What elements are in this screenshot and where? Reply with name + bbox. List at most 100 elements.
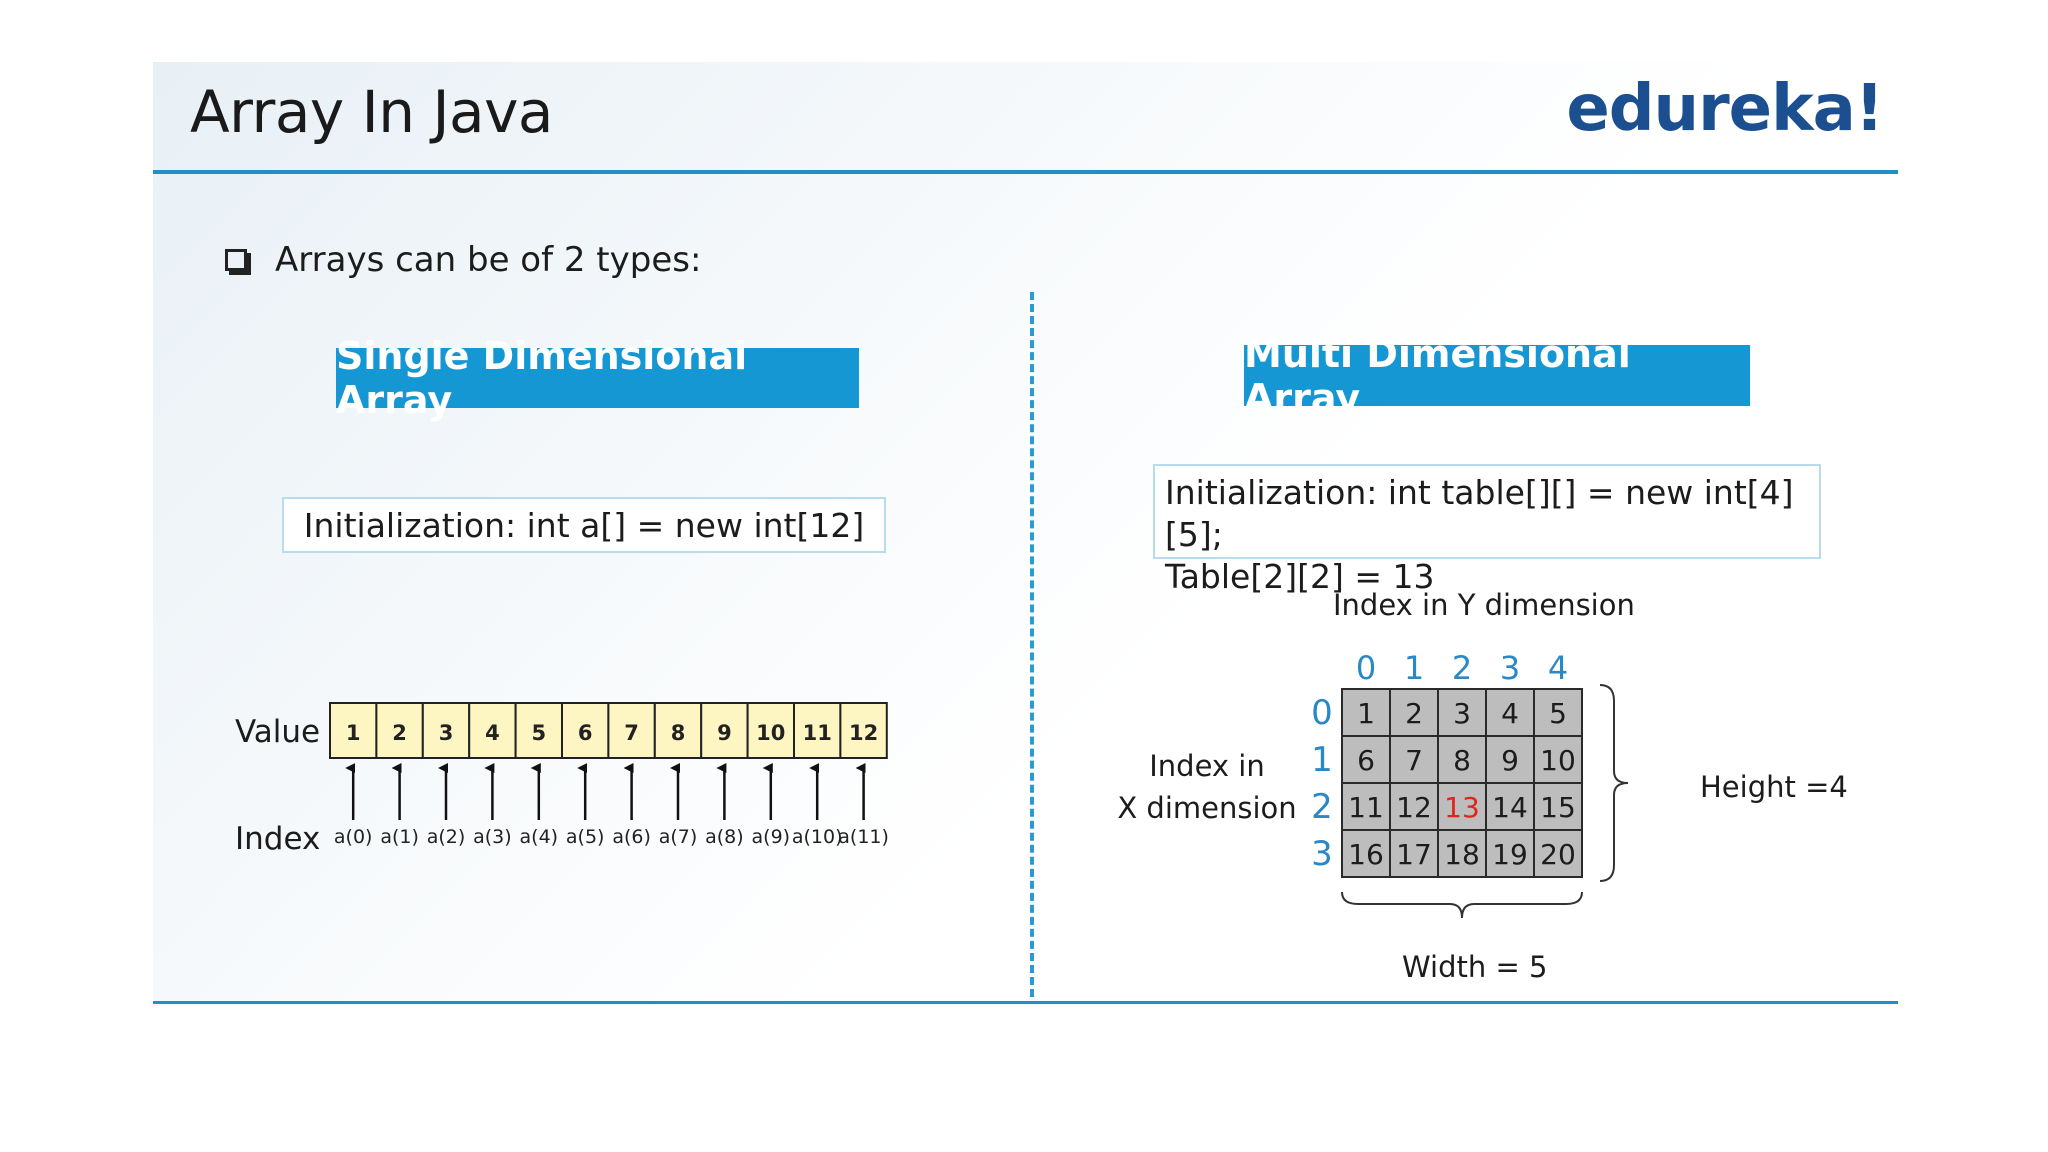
column-index: 0 [1356, 649, 1376, 687]
value-cell-text: 3 [439, 721, 454, 745]
grid-cell-text: 14 [1492, 791, 1528, 824]
width-label: Width = 5 [1402, 950, 1548, 984]
slide-title: Array In Java [190, 78, 553, 146]
column-index: 4 [1548, 649, 1568, 687]
checkbox-square-icon [225, 249, 247, 271]
value-cell-text: 5 [531, 721, 546, 745]
bullet-text: Arrays can be of 2 types: [275, 240, 702, 280]
grid-cell-text: 5 [1549, 697, 1567, 730]
grid-cell-text: 18 [1444, 838, 1480, 871]
value-cell-text: 6 [578, 721, 593, 745]
grid-cell [1389, 735, 1439, 784]
value-cell-text: 12 [849, 721, 878, 745]
index-text: a(11) [838, 826, 889, 848]
y-dimension-label: Index in Y dimension [1333, 588, 1635, 622]
value-cell-text: 4 [485, 721, 500, 745]
row-index: 1 [1311, 740, 1333, 780]
value-cell-text: 10 [756, 721, 785, 745]
multi-array-heading: Multi Dimensional Array [1244, 332, 1750, 420]
header-rule [153, 170, 1898, 174]
value-label: Value [235, 714, 320, 750]
grid-cell [1437, 782, 1487, 831]
grid-cell-text: 9 [1501, 744, 1519, 777]
index-text: a(2) [427, 826, 466, 848]
grid-cell-text: 4 [1501, 697, 1519, 730]
index-label: Index [235, 821, 320, 857]
x-dimension-label-line-1: Index in [1149, 749, 1265, 783]
grid-cell-text: 7 [1405, 744, 1423, 777]
value-cell [375, 702, 424, 759]
value-cell [561, 702, 610, 759]
grid-cell-text: 8 [1453, 744, 1471, 777]
grid-cell-text: 20 [1540, 838, 1576, 871]
row-index: 2 [1311, 787, 1333, 827]
index-text: a(10) [792, 826, 843, 848]
value-cell [468, 702, 517, 759]
grid-cell-text: 1 [1357, 697, 1375, 730]
grid-cell [1485, 782, 1535, 831]
value-cell-text: 2 [392, 721, 407, 745]
value-cell-text: 8 [671, 721, 686, 745]
column-index: 2 [1452, 649, 1472, 687]
grid-cell [1341, 735, 1391, 784]
value-cell [514, 702, 564, 759]
index-text: a(1) [380, 826, 419, 848]
value-cell [793, 702, 842, 759]
single-init-text: Initialization: int a[] = new int[12] [303, 505, 865, 545]
grid-cell [1341, 688, 1391, 737]
grid-cell-text: 3 [1453, 697, 1471, 730]
value-cell-text: 7 [624, 721, 639, 745]
grid-cell [1533, 735, 1583, 784]
index-text: a(6) [612, 826, 651, 848]
value-cell-text: 11 [803, 721, 832, 745]
index-text: a(9) [752, 826, 791, 848]
multi-init-line-1: Initialization: int table[][] = new int[… [1165, 473, 1794, 554]
row-index: 0 [1311, 693, 1333, 733]
value-cell [839, 702, 888, 759]
index-text: a(8) [705, 826, 744, 848]
index-text: a(7) [659, 826, 698, 848]
x-dimension-label-line-2: X dimension [1117, 791, 1297, 825]
grid-cell-text: 6 [1357, 744, 1375, 777]
column-index: 1 [1404, 649, 1424, 687]
grid-cell-text: 11 [1348, 791, 1384, 824]
grid-cell-text: 16 [1348, 838, 1384, 871]
grid-cell-text: 12 [1396, 791, 1432, 824]
bullet-row: Arrays can be of 2 types: [225, 240, 701, 280]
height-label: Height =4 [1700, 770, 1848, 804]
grid-cell-text: 2 [1405, 697, 1423, 730]
x-dimension-label: Index in X dimension [1107, 745, 1307, 829]
width-brace [1341, 891, 1583, 919]
grid-cell-text: 19 [1492, 838, 1528, 871]
footer-rule [153, 1001, 1898, 1004]
grid-cell [1533, 782, 1583, 831]
multi-init-line-2: Table[2][2] = 13 [1165, 557, 1435, 596]
grid-cell-text: 15 [1540, 791, 1576, 824]
height-brace [1599, 684, 1629, 882]
index-text: a(5) [566, 826, 605, 848]
value-cell [607, 702, 656, 759]
index-text: a(4) [520, 826, 559, 848]
multi-init-box: Initialization: int table[][] = new int[… [1153, 464, 1821, 596]
column-index: 3 [1500, 649, 1520, 687]
row-index: 3 [1311, 834, 1333, 874]
single-init-box: Initialization: int a[] = new int[12] [282, 497, 886, 553]
grid-cell [1533, 688, 1583, 737]
grid-cell-text: 17 [1396, 838, 1432, 871]
grid-cell [1485, 688, 1535, 737]
grid-cell [1389, 829, 1439, 878]
index-text: a(0) [334, 826, 373, 848]
section-divider [1030, 292, 1034, 997]
single-array-heading: Single Dimensional Array [336, 334, 859, 422]
value-cell-text: 1 [346, 721, 361, 745]
grid-cell-text: 10 [1540, 744, 1576, 777]
value-cell-text: 9 [717, 721, 732, 745]
grid-cell [1341, 782, 1391, 831]
grid-cell [1533, 829, 1583, 878]
grid-cell-highlight-text: 13 [1444, 791, 1480, 824]
value-cell [329, 702, 378, 759]
index-text: a(3) [473, 826, 512, 848]
edureka-logo: edureka! [1566, 72, 1884, 146]
